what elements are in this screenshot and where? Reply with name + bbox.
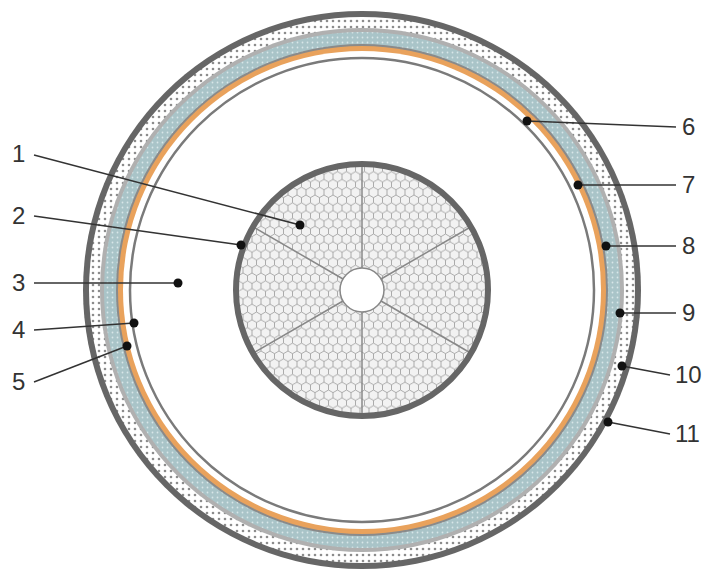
- callout-number: 4: [12, 318, 25, 342]
- callout-number: 9: [682, 301, 695, 325]
- callout-number: 6: [682, 115, 695, 139]
- callout-number: 7: [682, 173, 695, 197]
- callout-number: 8: [682, 234, 695, 258]
- callout-number: 10: [675, 363, 702, 387]
- callout-number: 1: [12, 142, 25, 166]
- callout-number: 5: [12, 370, 25, 394]
- callout-number: 11: [675, 422, 700, 446]
- callout-number: 3: [12, 271, 25, 295]
- callout-number: 2: [12, 204, 25, 228]
